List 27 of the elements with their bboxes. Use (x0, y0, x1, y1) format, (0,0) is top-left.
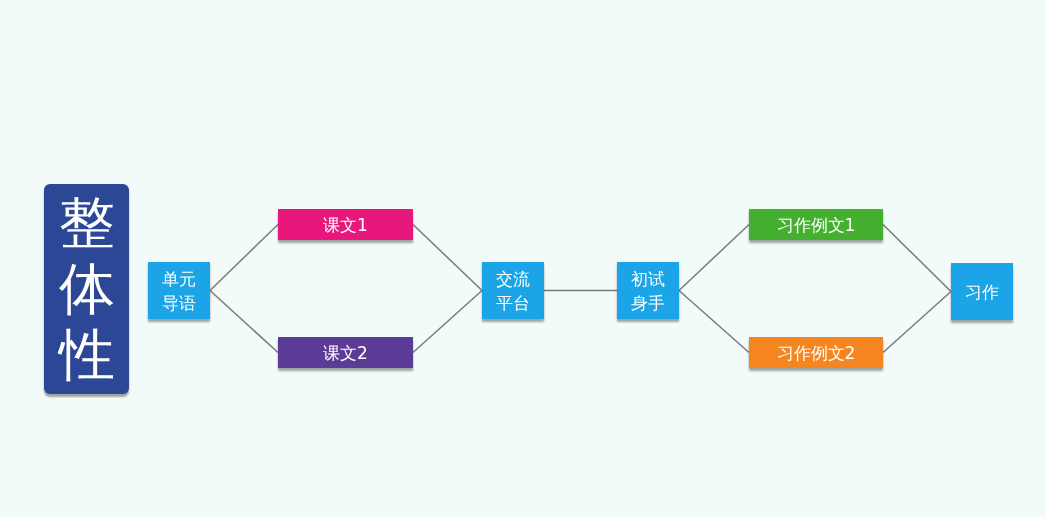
connector-line (882, 223, 952, 293)
connector-line (209, 223, 279, 292)
connector-line (882, 290, 952, 354)
connector-line (412, 223, 483, 292)
connector-line (678, 223, 750, 292)
banner-box (278, 209, 413, 240)
box-label: 交流平台 (495, 267, 531, 315)
box-label: 整体性 (57, 190, 116, 388)
box-label: 习作 (964, 280, 1000, 304)
connector-line (678, 289, 750, 354)
box-label: 课文2 (322, 341, 369, 365)
banner-box (749, 337, 883, 368)
process-box (951, 263, 1013, 320)
process-box (148, 262, 210, 319)
heading-box (44, 184, 129, 394)
process-box (482, 262, 544, 319)
box-label: 课文1 (322, 213, 369, 237)
banner-box (278, 337, 413, 368)
box-label: 习作例文2 (775, 341, 857, 365)
connector-line (412, 289, 483, 354)
banner-box (749, 209, 883, 240)
connector-line (209, 289, 279, 354)
process-box (617, 262, 679, 319)
box-label: 单元导语 (161, 267, 197, 315)
box-label: 初试身手 (630, 267, 666, 315)
box-label: 习作例文1 (775, 213, 857, 237)
connector-line (543, 289, 618, 292)
